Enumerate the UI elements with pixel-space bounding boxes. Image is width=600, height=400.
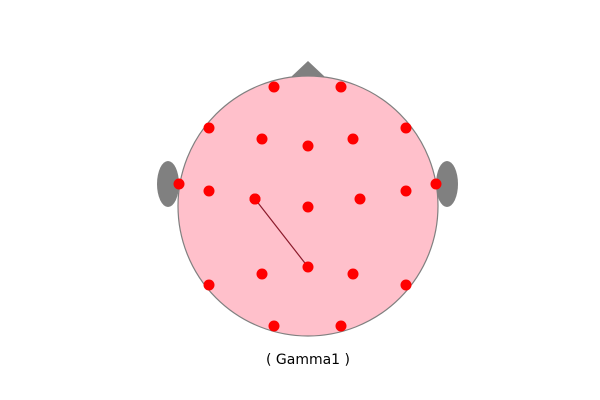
electrode-dot: [430, 178, 442, 190]
electrode-dot: [268, 320, 280, 332]
electrode-dot: [268, 81, 280, 93]
electrode-dot: [302, 201, 314, 213]
electrode-dot: [203, 122, 215, 134]
left-ear-shape: [157, 161, 179, 207]
nose-shape: [291, 61, 325, 77]
electrode-dot: [302, 261, 314, 273]
electrode-dot: [256, 133, 268, 145]
electrode-dot: [173, 178, 185, 190]
electrode-dot: [400, 279, 412, 291]
electrode-dot: [400, 122, 412, 134]
electrode-dot: [347, 133, 359, 145]
electrode-dot: [256, 268, 268, 280]
electrodes-layer: [173, 81, 442, 332]
electrode-dot: [335, 81, 347, 93]
electrode-dot: [347, 268, 359, 280]
electrode-dot: [203, 185, 215, 197]
connections-layer: [254, 198, 309, 268]
right-ear-shape: [436, 161, 458, 207]
electrode-dot: [249, 193, 261, 205]
electrode-dot: [203, 279, 215, 291]
electrode-dot: [354, 193, 366, 205]
electrode-dot: [335, 320, 347, 332]
electrode-dot: [302, 140, 314, 152]
electrode-dot: [400, 185, 412, 197]
connection-line: [254, 198, 309, 268]
band-title: ( Gamma1 ): [265, 352, 350, 368]
